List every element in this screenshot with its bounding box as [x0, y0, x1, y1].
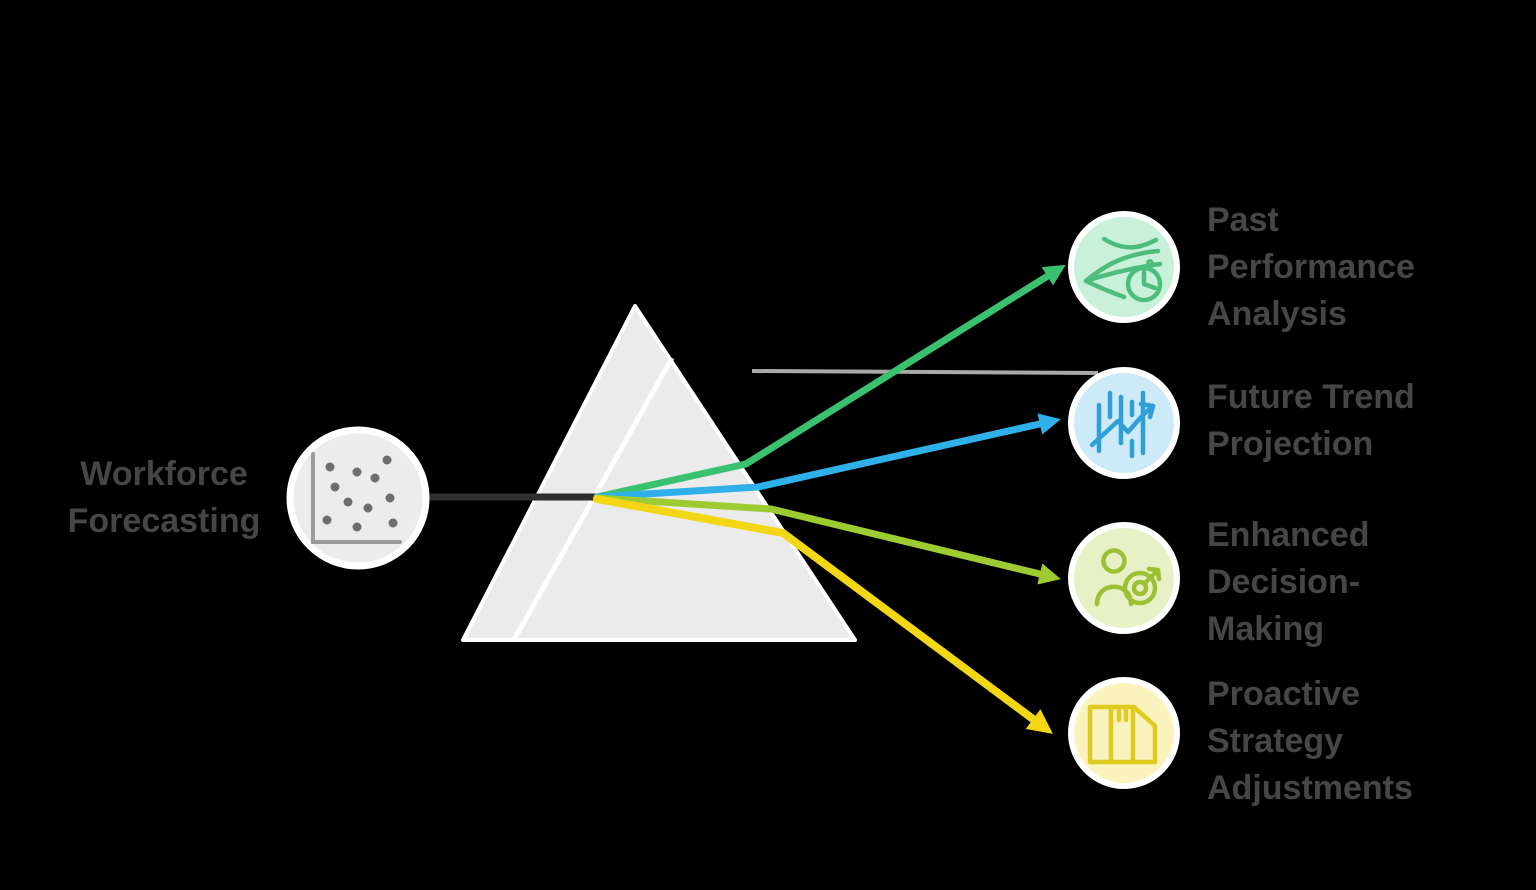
person-target-icon — [1094, 548, 1162, 607]
output-label-line: Making — [1207, 610, 1325, 648]
output-label-line: Adjustments — [1207, 769, 1413, 807]
output-label-line: Proactive — [1207, 675, 1361, 713]
output-label-past-performance: Past Performance Analysis — [1207, 197, 1415, 338]
output-circle-past-performance — [1068, 211, 1180, 323]
output-label-strategy-adjustments: Proactive Strategy Adjustments — [1207, 671, 1413, 812]
output-label-line: Enhanced — [1207, 516, 1370, 554]
scatter-plot-dots — [322, 455, 398, 532]
trend-chart-arrow-icon — [1089, 390, 1156, 459]
input-label: Workforce Forecasting — [18, 451, 310, 545]
scatter-plot-icon — [311, 452, 402, 544]
output-label-line: Strategy — [1207, 722, 1344, 760]
output-label-line: Projection — [1207, 425, 1374, 463]
beam-future-trend — [593, 413, 1061, 501]
flow-history-clock-icon — [1083, 236, 1163, 303]
strategy-panels-icon — [1087, 704, 1158, 765]
prism-triangle — [461, 304, 857, 642]
output-label-future-trend: Future Trend Projection — [1207, 374, 1415, 468]
output-label-line: Performance — [1207, 248, 1415, 286]
output-label-line: Analysis — [1207, 295, 1347, 333]
gray-connector-line — [751, 369, 1099, 375]
input-circle — [286, 426, 430, 570]
beam-past-performance — [593, 264, 1066, 501]
output-circle-strategy-adjustments — [1068, 677, 1180, 789]
output-label-line: Decision- — [1207, 563, 1361, 601]
output-label-line: Future Trend — [1207, 378, 1415, 416]
output-label-decision-making: Enhanced Decision- Making — [1207, 512, 1369, 653]
input-label-line: Forecasting — [67, 502, 261, 540]
beam-decision-making — [593, 494, 1061, 585]
output-circle-future-trend — [1068, 367, 1180, 479]
output-label-line: Past — [1207, 201, 1279, 239]
input-label-line: Workforce — [80, 455, 248, 493]
beam-strategy-adjustments — [593, 495, 1053, 734]
